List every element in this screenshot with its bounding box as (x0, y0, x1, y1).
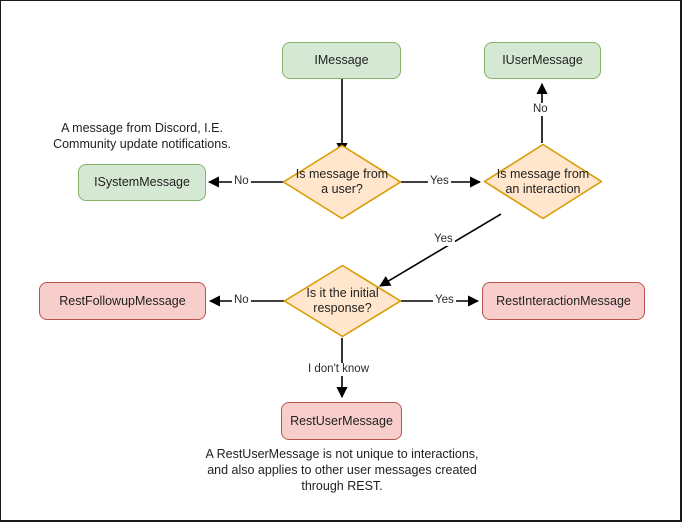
decision-is-message-from-interaction-shape (483, 143, 603, 220)
edge-label-from-interaction-yes: Yes (432, 233, 455, 246)
node-restinteractionmessage-label: RestInteractionMessage (496, 293, 631, 308)
node-iusermessage[interactable]: IUserMessage (484, 42, 601, 79)
decision-is-message-from-interaction-label: Is message from an interaction (496, 166, 590, 196)
node-imessage[interactable]: IMessage (282, 42, 401, 79)
decision-is-initial-response-shape (283, 264, 402, 338)
node-restusermessage-label: RestUserMessage (290, 413, 393, 428)
edge-label-from-user-yes: Yes (428, 175, 451, 188)
note-rest-user-message: A RestUserMessage is not unique to inter… (205, 447, 479, 493)
decision-is-message-from-user-label: Is message from a user? (295, 167, 389, 196)
node-restfollowupmessage[interactable]: RestFollowupMessage (39, 282, 206, 320)
node-isystemmessage-label: ISystemMessage (94, 175, 190, 189)
decision-is-message-from-user-shape (282, 144, 402, 220)
node-isystemmessage[interactable]: ISystemMessage (78, 164, 206, 201)
node-restusermessage[interactable]: RestUserMessage (281, 402, 402, 440)
decision-is-initial-response[interactable]: Is it the initial response? (283, 264, 402, 338)
edge-label-from-user-no: No (232, 175, 251, 188)
edge-label-initial-response-yes: Yes (433, 294, 456, 307)
node-imessage-label: IMessage (314, 53, 369, 67)
note-system-message: A message from Discord, I.E. Community u… (53, 121, 231, 151)
decision-is-message-from-user[interactable]: Is message from a user? (282, 144, 402, 220)
decision-is-initial-response-label: Is it the initial response? (306, 286, 379, 315)
edge-label-initial-response-no: No (232, 294, 251, 307)
edge-label-initial-response-unknown: I don't know (306, 363, 372, 376)
edge-label-from-interaction-no: No (531, 103, 550, 116)
node-iusermessage-label: IUserMessage (502, 53, 583, 67)
node-restinteractionmessage[interactable]: RestInteractionMessage (482, 282, 645, 320)
node-restfollowupmessage-label: RestFollowupMessage (59, 293, 186, 308)
decision-is-message-from-interaction[interactable]: Is message from an interaction (483, 143, 603, 220)
